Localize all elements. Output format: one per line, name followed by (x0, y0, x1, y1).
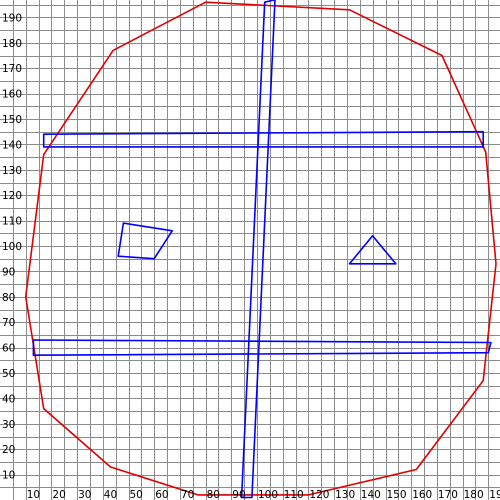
shapes (24, 0, 497, 499)
x-tick-label: 160 (412, 489, 432, 500)
y-tick-label: 30 (2, 419, 15, 431)
y-tick-label: 180 (2, 38, 22, 50)
x-tick-label: 180 (464, 489, 484, 500)
x-tick-label: 20 (52, 489, 65, 500)
y-tick-label: 40 (2, 393, 15, 405)
y-tick-label: 20 (2, 444, 15, 456)
x-tick-label: 100 (258, 489, 278, 500)
x-tick-label: 30 (78, 489, 91, 500)
x-tick-label: 80 (207, 489, 220, 500)
x-tick-label: 70 (181, 489, 194, 500)
y-tick-label: 120 (2, 190, 22, 202)
x-tick-label: 150 (387, 489, 407, 500)
y-tick-label: 140 (2, 139, 22, 151)
x-tick-label: 130 (335, 489, 355, 500)
y-tick-label: 70 (2, 317, 15, 329)
x-tick-label: 60 (155, 489, 168, 500)
y-tick-label: 60 (2, 343, 15, 355)
x-tick-label: 140 (361, 489, 381, 500)
y-tick-label: 110 (2, 216, 22, 228)
shape-6 (348, 235, 397, 265)
x-tick-label: 90 (232, 489, 245, 500)
y-tick-label: 100 (2, 241, 22, 253)
x-tick-label: 170 (438, 489, 458, 500)
x-tick-label: 50 (130, 489, 143, 500)
x-tick-label: 40 (104, 489, 117, 500)
y-tick-label: 50 (2, 368, 15, 380)
shape-3 (32, 339, 492, 357)
x-tick-label: 190 (489, 489, 500, 500)
y-tick-label: 10 (2, 470, 15, 482)
x-tick-label: 120 (309, 489, 329, 500)
y-tick-label: 170 (2, 63, 22, 75)
tick-labels: 10 20 30 40 50 60 70 80 90 100 110 120 130 140 150 160 1… (2, 12, 500, 500)
y-tick-label: 190 (2, 12, 22, 24)
y-tick-label: 150 (2, 114, 22, 126)
shape-2 (42, 130, 485, 148)
shape-5 (117, 222, 173, 260)
y-tick-label: 90 (2, 266, 15, 278)
y-tick-label: 80 (2, 292, 15, 304)
shape-1 (24, 1, 497, 496)
y-tick-label: 160 (2, 89, 22, 101)
y-tick-label: 130 (2, 165, 22, 177)
x-tick-label: 10 (27, 489, 40, 500)
x-tick-label: 110 (284, 489, 304, 500)
shape-4 (240, 0, 276, 499)
